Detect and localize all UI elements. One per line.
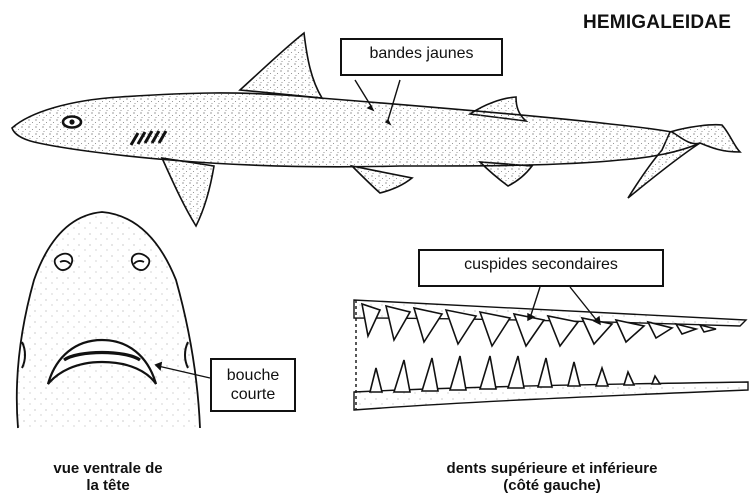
shark-body: [12, 93, 700, 167]
callout-short-mouth: bouche courte: [210, 358, 296, 412]
pectoral-fin: [162, 158, 214, 226]
ventral-head-view: [17, 212, 210, 428]
caption-ventral-head-line2: la tête: [8, 477, 208, 494]
callout-short-mouth-line1: bouche: [220, 366, 286, 385]
head-outline: [17, 212, 200, 428]
caption-ventral-head-line1: vue ventrale de: [8, 460, 208, 477]
caption-teeth-line2: (côté gauche): [382, 477, 722, 494]
callout-yellow-bands: bandes jaunes: [340, 38, 503, 76]
callout-yellow-bands-text: bandes jaunes: [369, 45, 473, 62]
pelvic-fin: [352, 166, 412, 193]
caption-teeth-line1: dents supérieure et inférieure: [382, 460, 722, 477]
callout-secondary-cusps: cuspides secondaires: [418, 249, 664, 287]
right-nostril: [132, 254, 150, 270]
left-nostril: [55, 254, 73, 270]
caption-teeth: dents supérieure et inférieure (côté gau…: [382, 460, 722, 494]
teeth-illustration: [354, 287, 748, 410]
caption-ventral-head: vue ventrale de la tête: [8, 460, 208, 494]
family-name: HEMIGALEIDAE: [583, 12, 731, 34]
callout-secondary-cusps-text: cuspides secondaires: [464, 256, 618, 273]
callout-short-mouth-line2: courte: [220, 385, 286, 404]
first-dorsal-fin: [240, 33, 322, 98]
